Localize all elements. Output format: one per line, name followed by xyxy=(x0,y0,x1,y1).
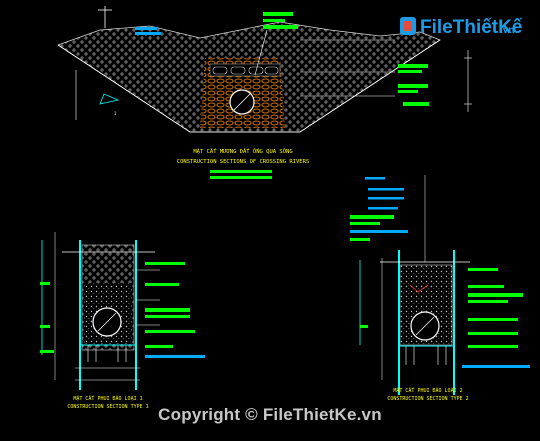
trench-section-type-1 xyxy=(40,232,205,390)
top-section-title-vn: MẶT CẮT MƯƠNG ĐẤT ỐNG QUA SÔNG xyxy=(193,148,292,155)
logo-domain: .vn xyxy=(500,25,515,36)
svg-text:1: 1 xyxy=(114,111,117,116)
logo-text: FileThiếtKế xyxy=(420,17,523,38)
bottom-left-title-en: CONSTRUCTION SECTION TYPE 1 xyxy=(67,404,148,410)
logo-icon xyxy=(400,17,416,35)
filethietke-logo: FileThiếtKế xyxy=(400,12,532,46)
bottom-left-title-vn: MẶT CẮT PHUI ĐÀO LOẠI 1 xyxy=(73,395,142,402)
bottom-right-title-vn: MẶT CẮT PHUI ĐÀO LOẠI 2 xyxy=(393,387,462,394)
top-section-title-en: CONSTRUCTION SECTIONS OF CROSSING RIVERS xyxy=(177,159,309,165)
river-crossing-section: 1 xyxy=(57,6,472,179)
copyright-watermark: Copyright © FileThietKe.vn xyxy=(158,405,382,424)
trench-section-type-2 xyxy=(350,175,530,395)
bottom-right-title-en: CONSTRUCTION SECTION TYPE 2 xyxy=(387,396,468,402)
